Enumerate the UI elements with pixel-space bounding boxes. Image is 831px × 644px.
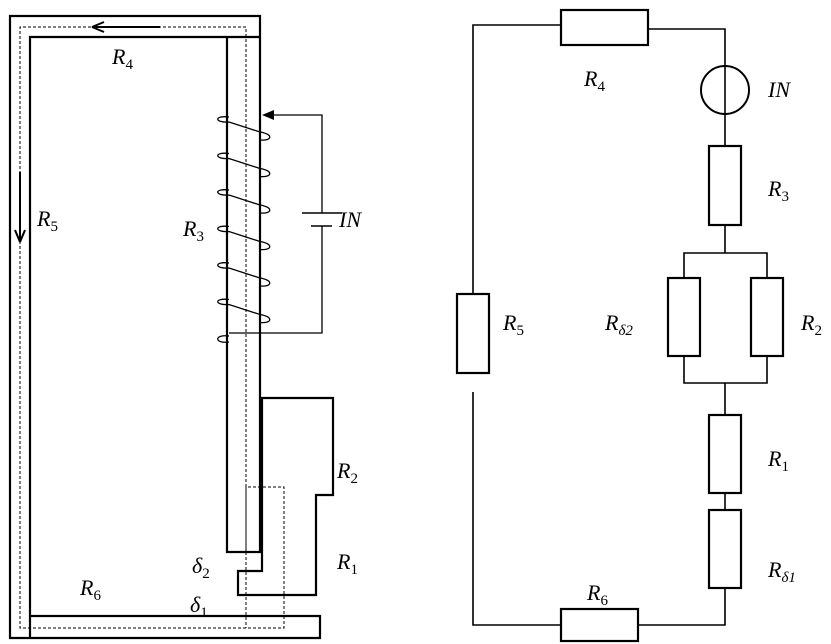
label-R2-core: R2 <box>336 458 358 487</box>
battery-source <box>229 110 342 334</box>
flux-path <box>19 26 285 629</box>
label-R5-circuit: R5 <box>502 310 524 339</box>
label-R3-circuit: R3 <box>767 176 789 205</box>
label-R3-core: R3 <box>182 216 204 245</box>
core-inner-boundary <box>28 35 260 638</box>
resistor-R4 <box>559 8 650 47</box>
coil-turn <box>217 335 230 343</box>
flux-arrow-top <box>91 21 160 33</box>
coil-turn <box>217 116 271 141</box>
coil-turn <box>217 225 271 251</box>
label-delta2: δ2 <box>192 553 210 582</box>
resistor-R6 <box>559 607 640 643</box>
resistor-Rd1 <box>707 508 743 590</box>
label-R4-core: R4 <box>111 44 133 73</box>
resistor-R5 <box>455 292 491 375</box>
coil-turn <box>217 262 271 287</box>
coil <box>217 116 271 343</box>
wire-r3-to-parallel <box>683 225 768 278</box>
wire-parallel-to-r1 <box>683 356 768 415</box>
label-R6-core: R6 <box>79 575 101 604</box>
flux-path-outer <box>19 26 285 629</box>
core-limb <box>225 37 262 554</box>
label-R6-circuit: R6 <box>586 580 608 609</box>
resistor-Rd2 <box>666 276 702 358</box>
armature <box>236 396 335 597</box>
wire-left-branch <box>472 24 561 626</box>
label-Rd2-circuit: Rδ2 <box>604 310 633 339</box>
core-outer-boundary <box>8 14 322 640</box>
label-R5-core: R5 <box>36 206 58 235</box>
label-IN-core: IN <box>338 207 362 232</box>
label-R1-circuit: R1 <box>767 446 789 475</box>
label-delta1: δ1 <box>190 592 208 621</box>
resistor-R1 <box>707 413 743 495</box>
flux-arrow-left <box>14 172 26 243</box>
label-R4-circuit: R4 <box>583 66 605 95</box>
wire-bottom-right <box>638 588 726 626</box>
coil-return-wire <box>229 226 323 334</box>
resistor-R3 <box>707 144 743 227</box>
coil-feed-wire <box>270 114 323 213</box>
coil-turn <box>217 298 271 324</box>
magnetic-core <box>8 14 335 640</box>
label-R2-circuit: R2 <box>800 310 822 339</box>
label-IN-circuit: IN <box>767 77 791 102</box>
label-Rd1-circuit: Rδ1 <box>767 557 796 586</box>
coil-feed-arrow-icon <box>262 110 274 120</box>
equivalent-circuit <box>455 8 785 643</box>
coil-turn <box>217 152 271 178</box>
resistor-R2 <box>749 276 785 358</box>
label-R1-core: R1 <box>336 549 358 578</box>
coil-turn <box>217 189 271 214</box>
